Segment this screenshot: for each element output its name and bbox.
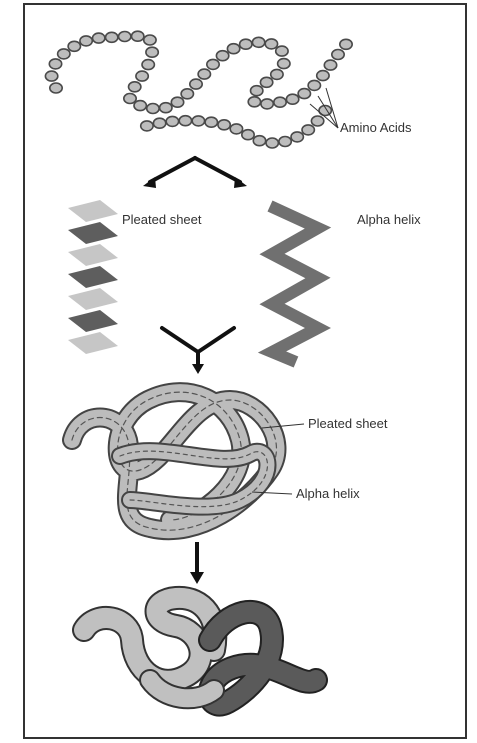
amino-acid-bead <box>324 60 336 70</box>
amino-acid-bead <box>227 44 239 54</box>
amino-acid-bead <box>132 31 144 41</box>
amino-acid-bead <box>218 120 230 130</box>
amino-acid-bead <box>58 49 70 59</box>
amino-acid-bead <box>45 71 57 81</box>
amino-acid-bead <box>261 99 273 109</box>
amino-acid-bead <box>119 32 131 42</box>
amino-acid-bead <box>171 97 183 107</box>
amino-acid-bead <box>274 97 286 107</box>
amino-acid-bead <box>240 39 252 49</box>
amino-acid-bead <box>198 69 210 79</box>
amino-acid-bead <box>142 60 154 70</box>
amino-acid-bead <box>311 116 323 126</box>
amino-acid-bead <box>153 118 165 128</box>
amino-acid-bead <box>251 86 263 96</box>
amino-acid-bead <box>271 69 283 79</box>
amino-acid-bead <box>317 71 329 81</box>
amino-acid-bead <box>286 94 298 104</box>
amino-acid-bead <box>260 77 272 87</box>
amino-acid-bead <box>302 125 314 135</box>
amino-acid-bead <box>124 94 136 104</box>
amino-acid-bead <box>230 124 242 134</box>
amino-acid-bead <box>205 117 217 127</box>
tertiary-pleated-sheet-label: Pleated sheet <box>308 416 388 431</box>
amino-acid-bead <box>134 101 146 111</box>
amino-acid-bead <box>279 137 291 147</box>
amino-acid-bead <box>190 79 202 89</box>
amino-acid-bead <box>276 46 288 56</box>
amino-acid-bead <box>340 39 352 49</box>
amino-acid-bead <box>278 59 290 69</box>
amino-acid-bead <box>298 89 310 99</box>
amino-acid-bead <box>80 36 92 46</box>
amino-acid-bead <box>248 97 260 107</box>
amino-acid-bead <box>160 103 172 113</box>
amino-acid-bead <box>144 35 156 45</box>
amino-acid-bead <box>265 39 277 49</box>
amino-acid-bead <box>192 116 204 126</box>
amino-acid-bead <box>93 33 105 43</box>
tertiary-alpha-helix-label: Alpha helix <box>296 486 360 501</box>
amino-acid-bead <box>179 116 191 126</box>
alpha-helix-label: Alpha helix <box>357 212 421 227</box>
amino-acid-bead <box>106 32 118 42</box>
amino-acid-bead <box>253 136 265 146</box>
amino-acid-bead <box>207 59 219 69</box>
amino-acid-bead <box>50 83 62 93</box>
amino-acid-bead <box>166 116 178 126</box>
amino-acids-label: Amino Acids <box>340 120 412 135</box>
amino-acid-bead <box>242 130 254 140</box>
amino-acid-bead <box>147 104 159 114</box>
amino-acid-bead <box>146 47 158 57</box>
amino-acid-bead <box>181 89 193 99</box>
amino-acid-bead <box>291 132 303 142</box>
amino-acid-bead <box>216 51 228 61</box>
amino-acid-bead <box>266 138 278 148</box>
pleated-sheet-label: Pleated sheet <box>122 212 202 227</box>
amino-acid-bead <box>252 37 264 47</box>
amino-acid-bead <box>308 80 320 90</box>
amino-acid-bead <box>332 50 344 60</box>
amino-acid-bead <box>129 82 141 92</box>
amino-acid-bead <box>136 71 148 81</box>
amino-acid-bead <box>49 59 61 69</box>
amino-acid-bead <box>141 121 153 131</box>
amino-acid-bead <box>68 41 80 51</box>
